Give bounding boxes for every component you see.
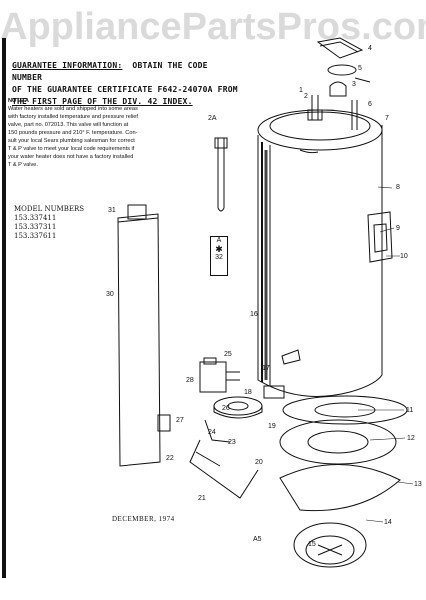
screw-icon: ✱ — [215, 244, 223, 254]
part-label: 22 — [166, 455, 174, 462]
footer-page-number: A5 — [253, 536, 262, 543]
top-collar — [327, 64, 357, 76]
guarantee-label: GUARANTEE INFORMATION: — [12, 61, 123, 70]
part-label: 21 — [198, 495, 206, 502]
model-numbers-heading: MODEL NUMBERS — [14, 205, 85, 213]
part-label: 25 — [224, 351, 232, 358]
gas-valve — [199, 361, 227, 393]
footer-date: DECEMBER, 1974 — [112, 515, 175, 523]
model-number: 153.337611 — [14, 232, 57, 240]
callout-a-number: 32 — [215, 254, 223, 261]
part-label: 24 — [208, 429, 216, 436]
left-border-rule — [2, 38, 6, 578]
part-label: 8 — [396, 184, 400, 191]
part-label: 10 — [400, 253, 408, 260]
part-label: 27 — [176, 417, 184, 424]
part-label: 15 — [308, 541, 316, 548]
part-label: 18 — [244, 389, 252, 396]
note-heading: NOTE A — [8, 98, 29, 104]
note-line: 150 pounds pressure and 210° F. temperat… — [8, 130, 138, 136]
tank-top — [257, 109, 383, 151]
guarantee-line-2: OF THE GUARANTEE CERTIFICATE F642-24070A… — [12, 85, 238, 94]
dip-tube — [217, 138, 225, 208]
part-number-labels: 1 2 2A 3 4 5 6 7 8 9 10 11 12 13 14 15 1… — [106, 45, 422, 548]
burner-pan — [293, 522, 367, 568]
part-label: 6 — [368, 101, 372, 108]
guarantee-line-3: THE FIRST PAGE OF THE DIV. 42 INDEX. — [12, 97, 193, 106]
part-label: 2 — [304, 93, 308, 100]
part-label: 16 — [250, 311, 258, 318]
note-line: valve, part no. 072013. This valve will … — [8, 122, 129, 128]
part-label: 19 — [268, 423, 276, 430]
part-label: 7 — [385, 115, 389, 122]
fitting-1 — [311, 95, 319, 120]
part-label: 23 — [228, 439, 236, 446]
control-plate — [367, 211, 393, 263]
insulation-ring — [282, 395, 408, 425]
part-label: 12 — [407, 435, 415, 442]
part-label: 2A — [208, 115, 217, 122]
model-number: 153.337411 — [14, 214, 57, 222]
note-line: your water heater does not have a factor… — [8, 154, 134, 160]
part-label: 1 — [299, 87, 303, 94]
callout-a-letter: A — [216, 237, 222, 244]
burner-tubing — [189, 439, 259, 499]
part-label: 11 — [406, 407, 413, 414]
guarantee-line-1: OBTAIN THE CODE NUMBER — [12, 61, 208, 82]
part-label: 13 — [414, 481, 422, 488]
part-label: 4 — [368, 45, 372, 52]
callout-a: A ✱ 32 — [210, 236, 228, 276]
part-label: 31 — [108, 207, 116, 214]
tank-jacket — [257, 125, 383, 397]
part-label: 9 — [396, 225, 400, 232]
note-line: sult your local Sears plumbing salesman … — [8, 138, 135, 144]
model-numbers: MODEL NUMBERS 153.337411 153.337311 153.… — [14, 205, 114, 241]
part-label: 20 — [255, 459, 263, 466]
part-label: 5 — [358, 65, 362, 72]
part-label: 17 — [262, 365, 270, 372]
part-label: 3 — [352, 81, 356, 88]
part-label: 14 — [384, 519, 392, 526]
note-line: T & P valve. — [8, 162, 38, 168]
part-label: 26 — [222, 405, 230, 412]
top-cap — [316, 37, 364, 59]
note-line: T & P valve to meet your local code requ… — [8, 146, 135, 152]
note-line: Water heaters are sold and shipped into … — [8, 106, 138, 112]
base-pan — [279, 464, 401, 512]
part-label: 28 — [186, 377, 194, 384]
model-number: 153.337311 — [14, 223, 57, 231]
note-a: NOTE A Water heaters are sold and shippe… — [8, 97, 234, 169]
base-ring — [279, 419, 397, 465]
part-label: 30 — [106, 291, 114, 298]
watermark: AppliancePartsPros.com — [0, 6, 426, 48]
guarantee-information: GUARANTEE INFORMATION: OBTAIN THE CODE N… — [12, 60, 242, 108]
fitting-6 — [351, 100, 358, 130]
part-27 — [157, 414, 171, 432]
note-line: with factory installed temperature and p… — [8, 114, 138, 120]
access-panel — [117, 213, 161, 467]
